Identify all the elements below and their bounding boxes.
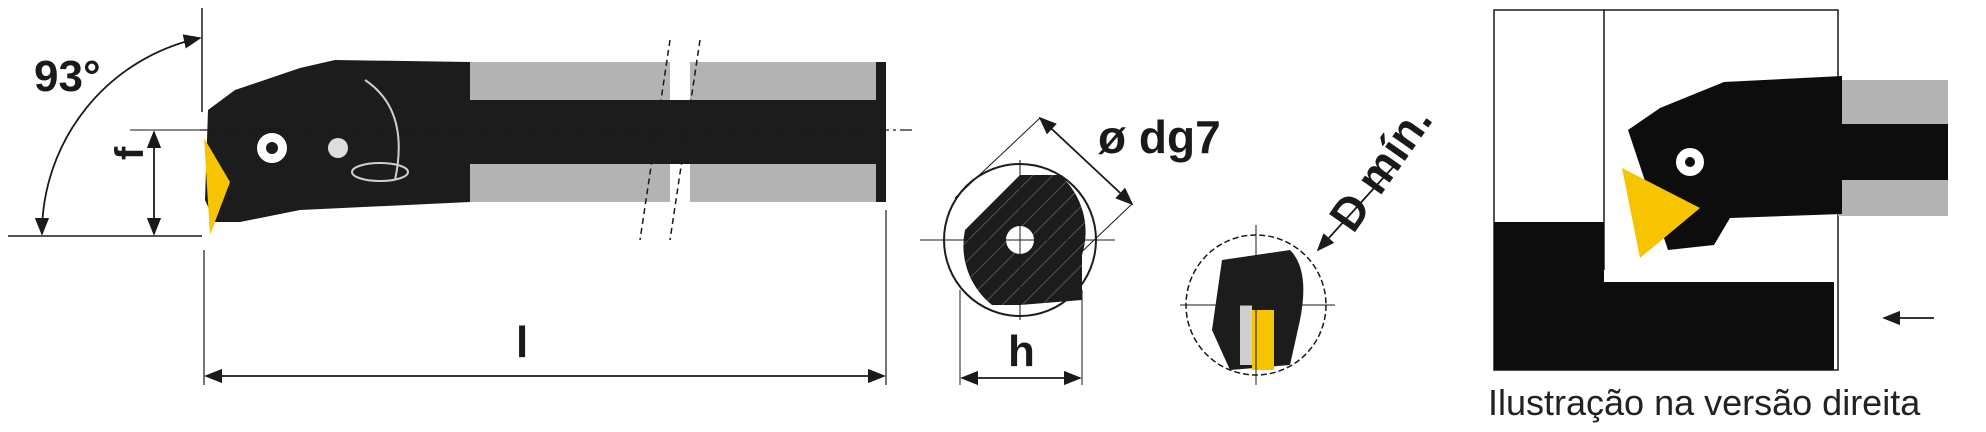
clamp-screw-small-icon bbox=[328, 138, 348, 158]
rv-shank-black bbox=[1838, 124, 1948, 180]
cross-section bbox=[920, 116, 1134, 386]
right-version-illustration bbox=[1493, 9, 1948, 371]
height-f-label: f bbox=[108, 146, 152, 160]
rv-screw-center-icon bbox=[1685, 157, 1695, 167]
rv-insert bbox=[1622, 168, 1700, 258]
bore-insert-edge bbox=[1240, 305, 1252, 365]
workpiece bbox=[1494, 222, 1834, 370]
insert-screw-center-icon bbox=[266, 142, 278, 154]
angle-arc bbox=[34, 34, 202, 236]
cutting-insert bbox=[204, 138, 230, 235]
length-l-label: l bbox=[516, 318, 529, 367]
dg-dimension-line bbox=[1038, 116, 1134, 206]
width-h-label: h bbox=[1008, 327, 1035, 376]
shank-end-cap bbox=[876, 62, 886, 202]
dmin-leader bbox=[1316, 165, 1395, 252]
break-line-2 bbox=[669, 39, 701, 241]
caption: Ilustração na versão direita bbox=[1488, 382, 1921, 423]
min-bore-detail bbox=[1180, 165, 1395, 385]
dg-ext-1 bbox=[954, 117, 1041, 199]
approach-angle-label: 93° bbox=[34, 52, 101, 101]
shank-core bbox=[410, 100, 884, 164]
clamp-hole-icon bbox=[351, 162, 409, 182]
side-view bbox=[8, 8, 912, 385]
shank-diameter-label: ø dg7 bbox=[1098, 111, 1221, 163]
break-line-1 bbox=[639, 39, 671, 241]
dg-ext-2 bbox=[1049, 203, 1133, 283]
bore-insert bbox=[1252, 310, 1274, 370]
